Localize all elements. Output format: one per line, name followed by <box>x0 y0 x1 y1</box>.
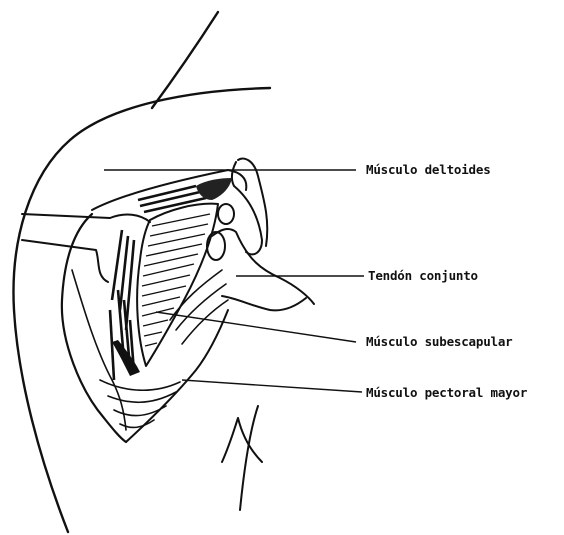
label-conjoint-tendon: Tendón conjunto <box>368 268 478 283</box>
coracoid-process <box>207 232 225 260</box>
conjoint-tendon-upper <box>212 229 314 304</box>
conjoint-tendon-lower <box>222 296 306 310</box>
shoulder-contour <box>13 88 270 532</box>
leader-pectoralis <box>182 380 362 392</box>
shadow-mass <box>112 340 140 376</box>
neck-contour <box>152 12 218 108</box>
subscapularis-hatching <box>142 214 210 346</box>
arrow-head <box>222 418 262 462</box>
coracoid-shadow <box>196 178 232 200</box>
label-pectoralis-major: Músculo pectoral mayor <box>366 385 527 400</box>
incision-left-edge <box>62 214 126 442</box>
deltoid-outer-edge <box>238 159 267 246</box>
leader-subscapularis <box>156 312 356 342</box>
humeral-head-mark <box>218 204 234 224</box>
label-subscapularis: Músculo subescapular <box>366 334 513 349</box>
arrow-shaft <box>240 406 258 510</box>
label-deltoid: Músculo deltoides <box>366 162 491 177</box>
